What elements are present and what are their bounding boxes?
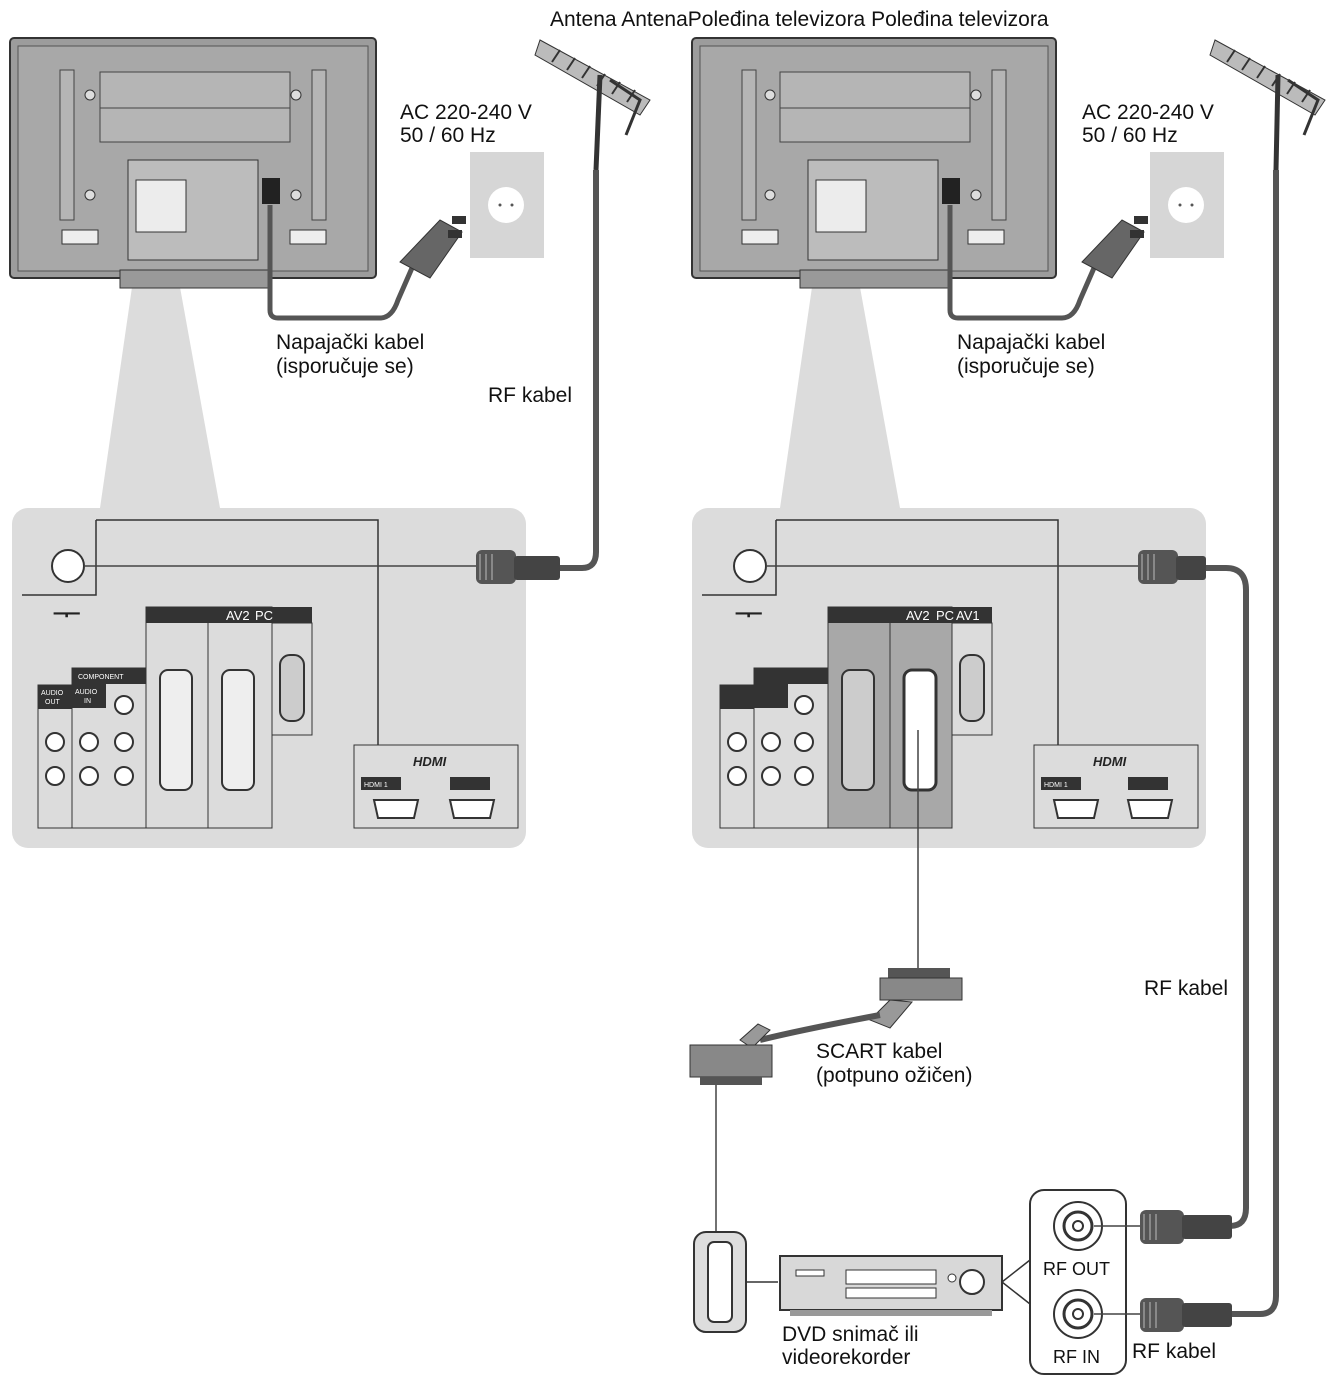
header-caption: Antena AntenaPoleđina televizora Poleđin…	[550, 8, 1049, 31]
recorder-label-2: videorekorder	[782, 1346, 910, 1369]
svg-text:AUDIO: AUDIO	[75, 689, 98, 696]
svg-text:AV2: AV2	[226, 608, 250, 623]
svg-text:PC: PC	[255, 608, 273, 623]
scart-plug-lower	[689, 1023, 773, 1085]
left-zoom-cone	[100, 232, 220, 508]
dvd-recorder-icon	[779, 1255, 1003, 1316]
right-rf-cable-lower-label: RF kabel	[1132, 1340, 1216, 1363]
right-power-cable-note: (isporučuje se)	[957, 355, 1095, 378]
rf-in-plug	[1140, 1298, 1232, 1332]
left-wall-socket-icon	[470, 152, 544, 258]
svg-text:HDMI: HDMI	[1093, 754, 1127, 769]
right-wall-socket-icon	[1150, 152, 1224, 258]
left-diagram: AC 220-240 V 50 / 60 Hz Napajački kabel …	[9, 37, 651, 848]
right-power-voltage: AC 220-240 V	[1082, 101, 1214, 124]
left-tv-rear	[9, 37, 377, 289]
right-antenna-icon	[1209, 39, 1326, 171]
right-tv-rear	[691, 37, 1057, 289]
svg-text:AV1: AV1	[956, 608, 980, 623]
right-zoom-cone	[780, 232, 900, 508]
rf-out-plug	[1140, 1210, 1232, 1244]
svg-text:AUDIO: AUDIO	[41, 690, 64, 697]
right-power-cable-label: Napajački kabel	[957, 331, 1105, 354]
svg-text:COMPONENT: COMPONENT	[78, 674, 124, 681]
right-power-cable	[947, 205, 1097, 321]
left-power-cable-note: (isporučuje se)	[276, 355, 414, 378]
left-terminal-panel: ᅮ AUDIO OUT COMPONENT AUDIO IN	[12, 508, 560, 848]
left-power-cable-label: Napajački kabel	[276, 331, 424, 354]
rf-io-panel	[1029, 1189, 1127, 1375]
svg-text:AV2: AV2	[906, 608, 930, 623]
right-power-frequency: 50 / 60 Hz	[1082, 124, 1178, 147]
svg-text:ᅮ: ᅮ	[734, 596, 763, 632]
right-rf-cable-tv	[1200, 565, 1249, 1229]
scart-plug-upper	[869, 968, 963, 1029]
svg-text:HDMI 1: HDMI 1	[1044, 782, 1068, 789]
svg-text:OUT: OUT	[45, 699, 61, 706]
svg-text:HDMI 1: HDMI 1	[364, 782, 388, 789]
svg-text:HDMI: HDMI	[413, 754, 447, 769]
svg-text:ᅮ: ᅮ	[52, 596, 81, 632]
scart-cable-body	[759, 1012, 881, 1043]
left-rf-cable	[560, 170, 599, 571]
svg-text:IN: IN	[84, 698, 91, 705]
right-terminal-panel: ᅮ AV2 PC AV1	[692, 508, 1206, 848]
left-power-frequency: 50 / 60 Hz	[400, 124, 496, 147]
right-rf-cable-antenna	[1230, 170, 1279, 1317]
left-rf-cable-label: RF kabel	[488, 384, 572, 407]
left-antenna-icon	[534, 39, 651, 171]
left-power-cable	[267, 205, 415, 321]
scart-cable-note: (potpuno ožičen)	[816, 1064, 972, 1087]
svg-text:PC: PC	[936, 608, 954, 623]
left-power-voltage: AC 220-240 V	[400, 101, 532, 124]
right-rf-cable-label: RF kabel	[1144, 977, 1228, 1000]
right-diagram: AC 220-240 V 50 / 60 Hz Napajački kabel …	[689, 37, 1326, 1375]
scart-cable-label: SCART kabel	[816, 1040, 942, 1063]
recorder-label: DVD snimač ili	[782, 1323, 919, 1346]
recorder-scart-socket	[693, 1231, 747, 1333]
rf-out-label: RF OUT	[1043, 1259, 1110, 1279]
rf-in-label: RF IN	[1053, 1347, 1100, 1367]
